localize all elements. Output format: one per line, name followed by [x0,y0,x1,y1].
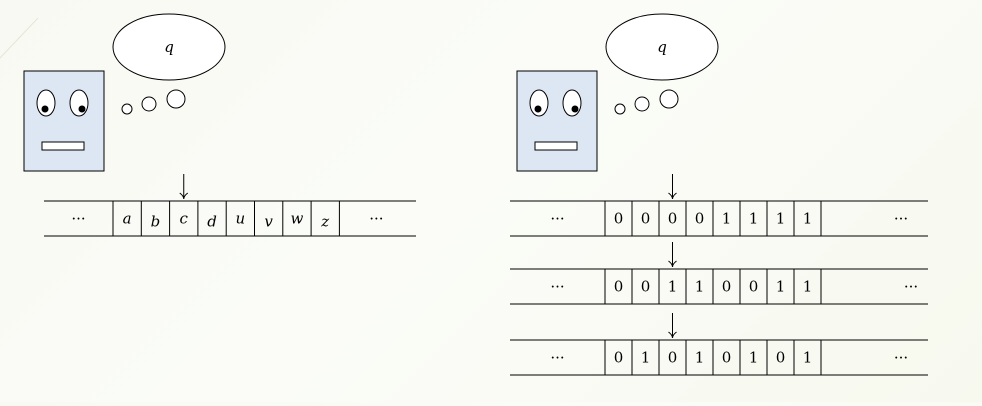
tape-right-ellipsis: ··· [369,210,383,228]
right-thought-bubble: q [605,13,719,115]
left-eye-left [36,89,56,117]
tape-cell-symbol: 1 [803,278,813,296]
tape-left-ellipsis: ··· [550,278,564,296]
tape-cell-symbol: 1 [776,210,786,228]
tape-cell-symbol: 0 [641,278,651,296]
right-thought-ellipse [605,13,719,81]
tape-right-ellipsis: ··· [894,210,908,228]
tape-cell-symbol: 0 [614,349,624,367]
right-pupil-right [571,105,579,113]
tape-cell-symbol: 0 [749,278,759,296]
tape-right-ellipsis: ··· [894,349,908,367]
tape-cell-symbol: 1 [803,210,813,228]
tape-cell-symbol: 0 [641,210,651,228]
tape-cell-symbol: a [123,210,132,228]
left-thought-dot-medium [141,96,157,112]
head-arrow-icon [179,174,189,200]
left-eye-right [69,89,89,117]
right-thought-dot-medium [634,96,650,112]
right-eye-right [562,89,582,117]
left-thought-dot-large [166,89,186,109]
right-thought-dot-large [659,89,679,109]
right-state-label: q [657,38,667,56]
tape-cell-symbol: 1 [803,349,813,367]
tape-cell-symbol: 0 [668,349,678,367]
background-stroke [0,17,39,59]
tape-cell-symbol: w [291,210,304,228]
tape-cell-symbol: 0 [695,210,705,228]
left-thought-bubble: q [112,13,226,115]
tape-cell-symbol: 0 [776,349,786,367]
tape-cell-symbol: v [264,213,273,231]
tape-cell-symbol: 0 [722,349,732,367]
tape-cell-symbol: 0 [722,278,732,296]
left-thought-ellipse [112,13,226,81]
tape-cell-symbol: 1 [695,349,705,367]
tape-cell-symbol: 0 [668,210,678,228]
left-pupil-right [78,105,86,113]
tape-cell-symbol: d [207,213,217,231]
tape-left-ellipsis: ··· [550,349,564,367]
tape-cell-symbol: 0 [614,278,624,296]
right-robot-face [516,70,598,172]
tape-cell-symbol: 1 [749,210,759,228]
tape-cell-symbol: z [320,213,329,231]
right-mouth [534,141,578,151]
tape-cell-symbol: 1 [641,349,651,367]
tape-left-ellipsis: ··· [71,210,85,228]
left-mouth [41,141,85,151]
left-face-box [23,70,105,172]
tape-cell-symbol: c [180,210,189,228]
left-pupil-left [41,105,49,113]
tape-cell-symbol: 1 [668,278,678,296]
head-arrow-icon [668,313,677,339]
tape-cell-symbol: 0 [614,210,624,228]
left-thought-dot-small [121,103,133,115]
head-arrow-icon [668,174,677,200]
left-robot-face [23,70,105,172]
tape-cell-symbol: 1 [722,210,732,228]
right-face-box [516,70,598,172]
tape-cell-symbol: 1 [776,278,786,296]
right-thought-dot-small [614,103,626,115]
tape-right-ellipsis: ··· [904,278,918,296]
tape-cell-symbol: 1 [695,278,705,296]
tape-left-ellipsis: ··· [550,210,564,228]
tape-cell-symbol: 1 [749,349,759,367]
right-pupil-left [534,105,542,113]
tape-cell-symbol: b [151,213,161,231]
right-eye-left [529,89,549,117]
left-state-label: q [164,38,174,56]
head-arrow-icon [668,242,677,268]
tape-cell-symbol: u [236,210,246,228]
